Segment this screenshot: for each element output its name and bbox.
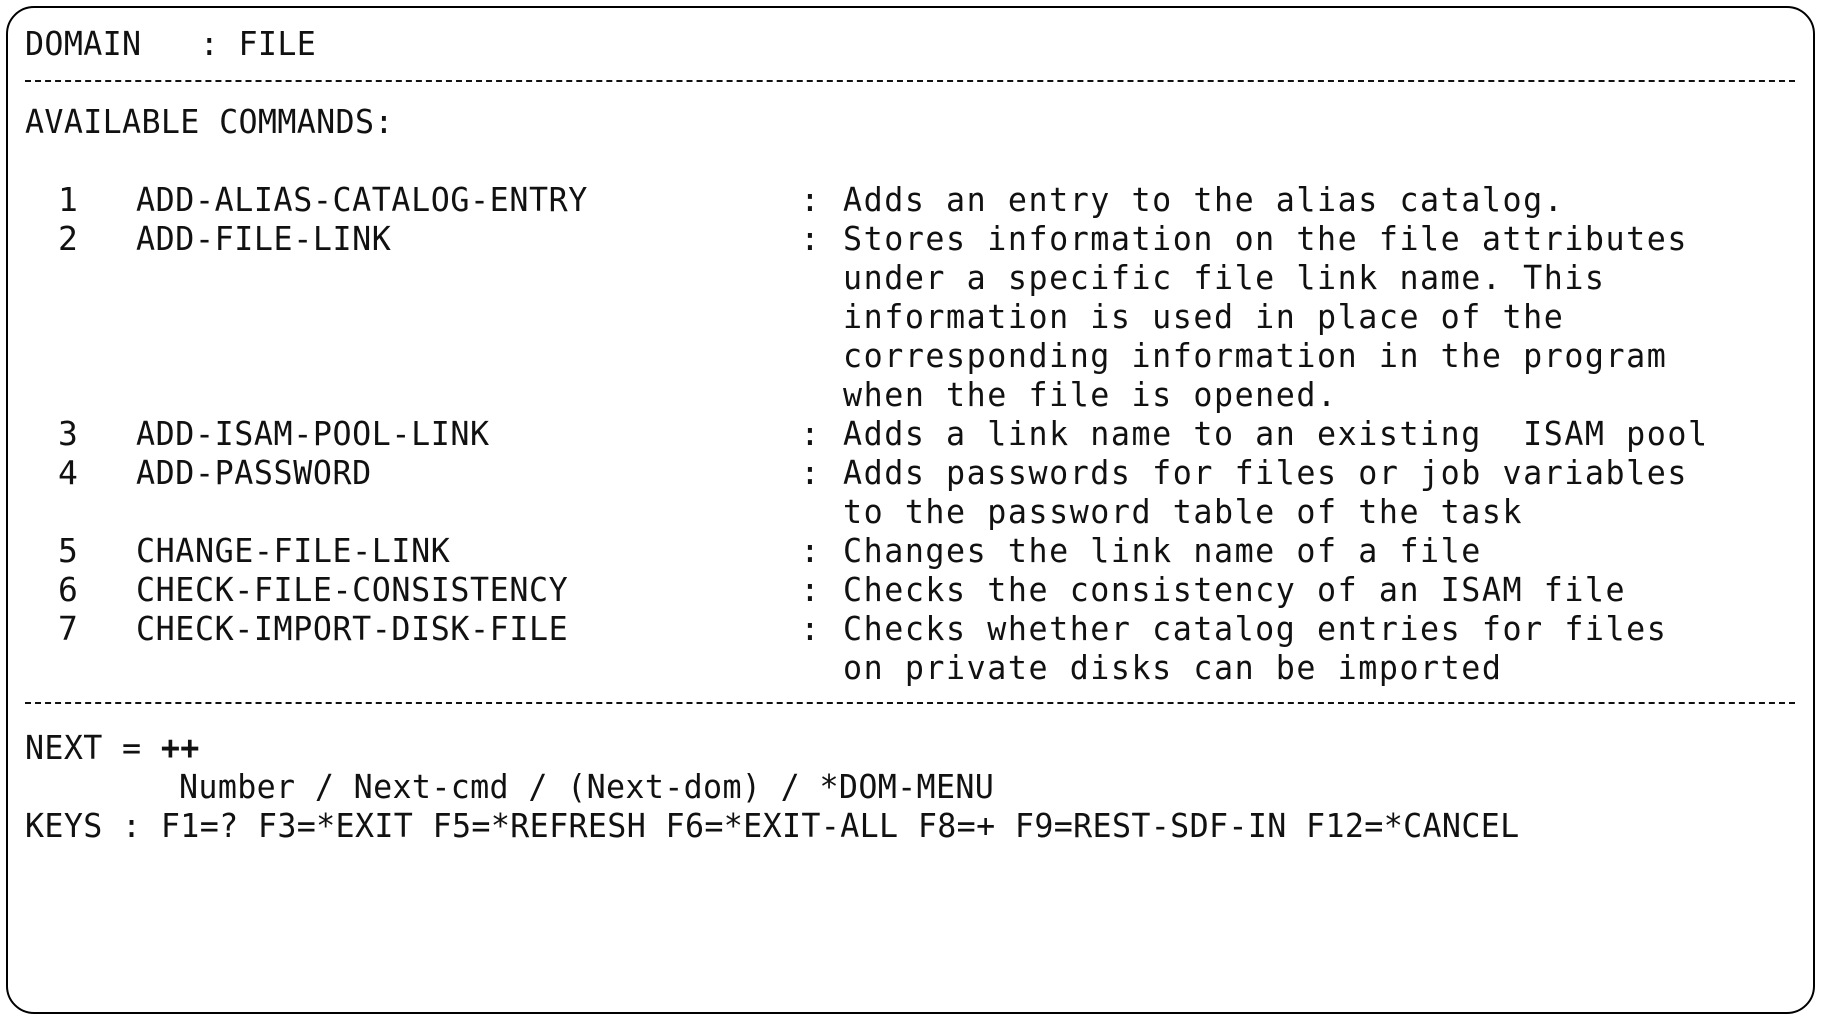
command-description: when the file is opened. [843, 375, 1338, 414]
function-key[interactable]: F1=? [160, 806, 239, 845]
bottom-separator [25, 702, 1795, 704]
function-key[interactable]: F8=+ [917, 806, 996, 845]
command-row-continuation: when the file is opened. [8, 375, 1813, 414]
command-row-continuation: to the password table of the task [8, 492, 1813, 531]
domain-value: FILE [238, 24, 317, 63]
domain-line: DOMAIN : FILE [25, 24, 316, 63]
domain-label: DOMAIN [25, 24, 142, 63]
available-commands-title: AVAILABLE COMMANDS: [25, 102, 394, 141]
command-row: 1 ADD-ALIAS-CATALOG-ENTRY: Adds an entry t… [8, 180, 1813, 219]
command-name[interactable]: ADD-ALIAS-CATALOG-ENTRY [136, 180, 588, 219]
command-row-continuation: corresponding information in the program [8, 336, 1813, 375]
function-key[interactable]: F5=*REFRESH [432, 806, 647, 845]
next-label: NEXT = [25, 728, 142, 767]
command-number[interactable]: 5 [58, 531, 78, 570]
command-description: Checks the consistency of an ISAM file [843, 570, 1627, 609]
command-row: 7 CHECK-IMPORT-DISK-FILE: Checks whether c… [8, 609, 1813, 648]
command-number[interactable]: 2 [58, 219, 78, 258]
domain-separator: : [199, 24, 220, 63]
terminal-screen: DOMAIN : FILE AVAILABLE COMMANDS: 1 ADD-A… [6, 6, 1815, 1014]
command-number[interactable]: 6 [58, 570, 78, 609]
command-number[interactable]: 3 [58, 414, 78, 453]
command-row-continuation: information is used in place of the [8, 297, 1813, 336]
command-number[interactable]: 7 [58, 609, 78, 648]
command-description: Checks whether catalog entries for files [843, 609, 1668, 648]
command-description: Adds an entry to the alias catalog. [843, 180, 1565, 219]
command-row: 4 ADD-PASSWORD: Adds passwords for files o… [8, 453, 1813, 492]
keys-line: KEYS : F1=? F3=*EXIT F5=*REFRESH F6=*EXI… [25, 806, 1520, 845]
command-number[interactable]: 4 [58, 453, 78, 492]
command-colon: : [800, 219, 820, 258]
top-separator [25, 80, 1795, 82]
command-description: under a specific file link name. This [843, 258, 1606, 297]
command-colon: : [800, 453, 820, 492]
command-row: 6 CHECK-FILE-CONSISTENCY: Checks the consi… [8, 570, 1813, 609]
command-description: Adds a link name to an existing ISAM poo… [843, 414, 1709, 453]
command-colon: : [800, 531, 820, 570]
command-name[interactable]: CHECK-FILE-CONSISTENCY [136, 570, 569, 609]
command-colon: : [800, 609, 820, 648]
function-key[interactable]: F6=*EXIT-ALL [665, 806, 899, 845]
command-description: Adds passwords for files or job variable… [843, 453, 1688, 492]
command-name[interactable]: CHANGE-FILE-LINK [136, 531, 451, 570]
next-hint: Number / Next-cmd / (Next-dom) / *DOM-ME… [179, 767, 995, 806]
command-description: to the password table of the task [843, 492, 1524, 531]
command-number[interactable]: 1 [58, 180, 78, 219]
command-name[interactable]: ADD-PASSWORD [136, 453, 372, 492]
command-colon: : [800, 570, 820, 609]
command-row: 5 CHANGE-FILE-LINK: Changes the link name … [8, 531, 1813, 570]
command-name[interactable]: CHECK-IMPORT-DISK-FILE [136, 609, 569, 648]
function-key[interactable]: F9=REST-SDF-IN [1014, 806, 1287, 845]
function-key[interactable]: F3=*EXIT [257, 806, 414, 845]
function-keys: F1=? F3=*EXIT F5=*REFRESH F6=*EXIT-ALL F… [161, 806, 1520, 845]
command-row: 3 ADD-ISAM-POOL-LINK: Adds a link name to … [8, 414, 1813, 453]
command-row: 2 ADD-FILE-LINK: Stores information on the… [8, 219, 1813, 258]
command-description: Changes the link name of a file [843, 531, 1482, 570]
command-row-continuation: under a specific file link name. This [8, 258, 1813, 297]
command-description: on private disks can be imported [843, 648, 1503, 687]
command-name[interactable]: ADD-FILE-LINK [136, 219, 392, 258]
command-row-continuation: on private disks can be imported [8, 648, 1813, 687]
command-description: Stores information on the file attribute… [843, 219, 1688, 258]
command-description: information is used in place of the [843, 297, 1565, 336]
next-line: NEXT = ++ [25, 728, 200, 767]
function-key[interactable]: F12=*CANCEL [1306, 806, 1520, 845]
keys-label: KEYS : [25, 806, 142, 845]
command-colon: : [800, 180, 820, 219]
command-description: corresponding information in the program [843, 336, 1668, 375]
command-name[interactable]: ADD-ISAM-POOL-LINK [136, 414, 490, 453]
command-colon: : [800, 414, 820, 453]
next-input[interactable]: ++ [160, 728, 200, 767]
